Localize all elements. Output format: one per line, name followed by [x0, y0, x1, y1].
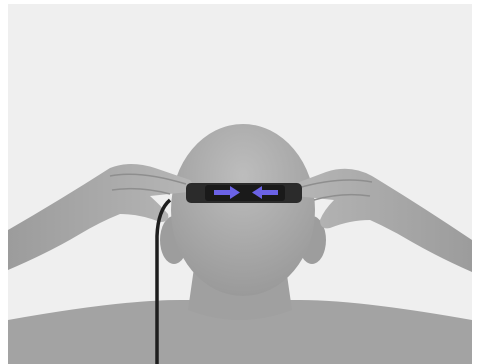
head: [171, 124, 315, 296]
